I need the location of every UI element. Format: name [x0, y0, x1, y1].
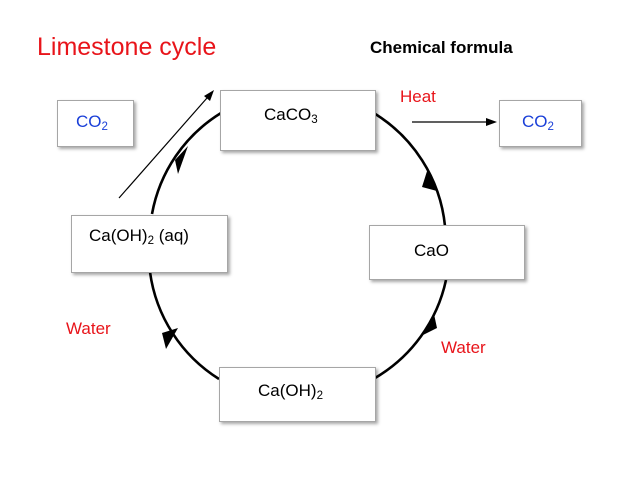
box-caco3: CaCO3 [220, 90, 376, 151]
arc-top-right [371, 110, 447, 227]
arrowhead-bottom-left [162, 328, 178, 349]
arc-top-left [150, 111, 222, 215]
arrowhead-bottom-right [421, 314, 437, 336]
co2-left-main: CO [76, 112, 102, 131]
arrowhead-top-right [422, 168, 437, 191]
arc-bottom-left [148, 271, 220, 381]
caoh2-main: Ca(OH) [258, 381, 317, 400]
box-co2-right: CO2 [499, 100, 582, 147]
box-caoh2-aq: Ca(OH)2 (aq) [71, 215, 228, 273]
caco3-sub: 3 [311, 114, 318, 127]
heat-arrowhead [486, 118, 497, 126]
co2-left-sub: 2 [101, 121, 108, 134]
co2-absorb-arrow-line [118, 97, 208, 199]
arc-bottom-right [374, 279, 448, 380]
caoh2-aq-main: Ca(OH) [89, 226, 148, 245]
arrowhead-top-left [175, 146, 188, 174]
diagram-title: Limestone cycle [37, 33, 217, 61]
cao-main: CaO [414, 241, 449, 260]
caco3-main: CaCO [264, 105, 312, 124]
co2-absorb-arrowhead [204, 90, 214, 101]
heat-label: Heat [400, 87, 436, 106]
caoh2-sub: 2 [316, 390, 323, 403]
box-co2-left: CO2 [57, 100, 134, 147]
water-label-left: Water [66, 319, 111, 338]
box-cao: CaO [369, 225, 525, 280]
box-caoh2: Ca(OH)2 [219, 367, 376, 422]
caoh2-aq-tail: (aq) [153, 226, 189, 245]
diagram-subtitle: Chemical formula [370, 38, 513, 57]
water-label-right: Water [441, 338, 486, 357]
co2-right-sub: 2 [547, 121, 554, 134]
co2-right-main: CO [522, 112, 548, 131]
caoh2-aq-sub: 2 [147, 235, 154, 248]
